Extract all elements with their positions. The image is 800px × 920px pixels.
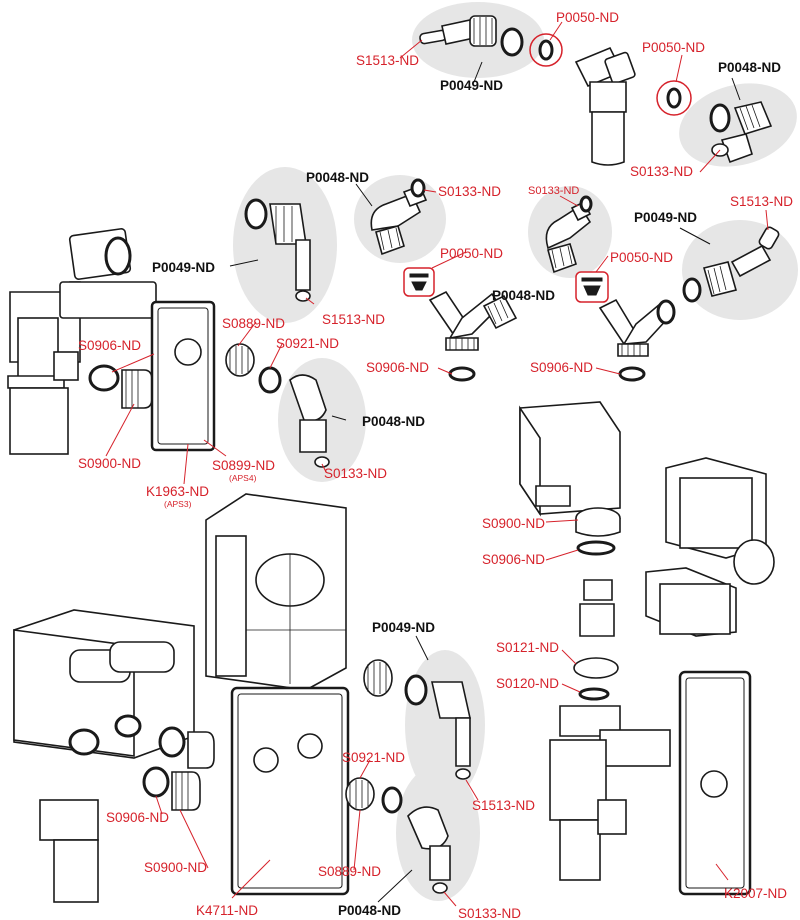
y-connector-left — [403, 267, 518, 382]
label-s1513-right: S1513-ND — [730, 194, 793, 209]
label-s0900-bottom: S0900-ND — [144, 860, 207, 875]
label-s0120: S0120-ND — [496, 676, 559, 691]
label-p0049-bottom: P0049-ND — [372, 620, 435, 635]
label-s0133-bottom: S0133-ND — [458, 906, 521, 920]
label-s0899: S0899-ND — [212, 458, 275, 473]
label-p0048-middle: P0048-ND — [306, 170, 369, 185]
label-p0050-right: P0050-ND — [610, 250, 673, 265]
siphon-housing-left — [7, 228, 157, 455]
bottom-hoses — [345, 659, 471, 894]
label-p0048-top: P0048-ND — [718, 60, 781, 75]
p0048-angled-hose-middle — [370, 178, 428, 256]
label-p0050-left: P0050-ND — [440, 246, 503, 261]
label-s0133-center: S0133-ND — [528, 185, 579, 197]
label-p0048-bottom: P0048-ND — [338, 903, 401, 918]
label-k1963-note: (APS3) — [164, 499, 192, 509]
part-labels: S1513-ND P0049-ND P0050-ND P0050-ND P004… — [78, 10, 793, 920]
label-p0048-left: P0048-ND — [362, 414, 425, 429]
aps2-housing — [13, 609, 195, 903]
label-s0900-right: S0900-ND — [482, 516, 545, 531]
label-s0133-middle: S0133-ND — [438, 184, 501, 199]
p0048-angled-hose-center — [545, 195, 593, 274]
label-s0906-bottom: S0906-ND — [106, 810, 169, 825]
label-s0906-right: S0906-ND — [482, 552, 545, 567]
label-k2007: K2007-ND — [724, 886, 787, 901]
label-s0133-left: S0133-ND — [324, 466, 387, 481]
aps3-parts — [88, 198, 330, 468]
aps2-nuts — [142, 726, 215, 811]
y-connector-right — [575, 271, 676, 382]
label-s1513-top: S1513-ND — [356, 53, 419, 68]
leader-lines — [105, 21, 769, 907]
label-p0049-left: P0049-ND — [152, 260, 215, 275]
label-s0921-top: S0921-ND — [276, 336, 339, 351]
top-tee-assembly — [419, 15, 773, 166]
label-p0050-top-1: P0050-ND — [556, 10, 619, 25]
k4711-plate — [230, 686, 350, 896]
label-s0133-top: S0133-ND — [630, 164, 693, 179]
label-p0049-right: P0049-ND — [634, 210, 697, 225]
label-p0049-top: P0049-ND — [440, 78, 503, 93]
label-p0048-center: P0048-ND — [492, 288, 555, 303]
aps1-housing-right — [519, 401, 775, 896]
label-s0889-bottom: S0889-ND — [318, 864, 381, 879]
label-s0906-mid-right: S0906-ND — [530, 360, 593, 375]
label-s0889-top: S0889-ND — [222, 316, 285, 331]
label-k1963: K1963-ND — [146, 484, 209, 499]
label-s0906-mid-left: S0906-ND — [366, 360, 429, 375]
label-k4711: K4711-ND — [196, 903, 258, 918]
label-s1513-left: S1513-ND — [322, 312, 385, 327]
box-housing-center — [205, 493, 347, 691]
label-s0121: S0121-ND — [496, 640, 559, 655]
label-s0900-left: S0900-ND — [78, 456, 141, 471]
label-s0906-left: S0906-ND — [78, 338, 141, 353]
label-s0921-bottom: S0921-ND — [342, 750, 405, 765]
label-s1513-bottom: S1513-ND — [472, 798, 535, 813]
label-s0899-note: (APS4) — [229, 473, 257, 483]
p0049-hose-right — [682, 226, 780, 303]
label-p0050-top-2: P0050-ND — [642, 40, 705, 55]
